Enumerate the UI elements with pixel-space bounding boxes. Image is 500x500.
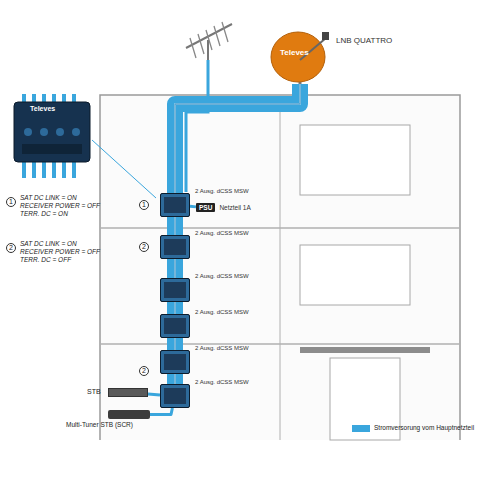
lnb [322, 32, 329, 40]
brand-label: Televes [30, 105, 55, 113]
callout-number: 1 [139, 200, 149, 210]
callout-number: 2 [6, 243, 16, 253]
cable-group [150, 408, 172, 415]
cable-gap [174, 302, 175, 314]
inner-wall [280, 95, 281, 440]
floor-line [100, 227, 460, 229]
multiswitch: 2 Ausg. dCSS MSW [160, 350, 190, 374]
cable-bundle [167, 217, 183, 235]
cable-gap [174, 374, 175, 384]
inset-port [24, 128, 32, 136]
setting-note: TERR. DC = ON [20, 210, 68, 217]
cable-gap [175, 84, 300, 193]
multiswitch: 2 Ausg. dCSS MSW [160, 314, 190, 338]
window [300, 245, 410, 305]
cable-bundle [167, 338, 183, 350]
multiswitch: 2 Ausg. dCSS MSW [160, 193, 190, 217]
cable-edge [175, 217, 176, 235]
setting-note: SAT DC LINK = ON [20, 240, 77, 247]
antenna-elements [190, 22, 228, 58]
cable [150, 408, 172, 415]
cable-bundle [167, 374, 183, 384]
cable-gap [174, 217, 175, 235]
node-text: Netzteil 1A [219, 204, 250, 211]
multi-tuner-box: Multi-Tuner STB (SCR) [108, 410, 150, 419]
cable-group [175, 217, 176, 235]
inset-port [72, 128, 80, 136]
multiswitch: 2 Ausg. dCSS MSW [160, 384, 190, 408]
inset-port [56, 128, 64, 136]
cable-group [175, 338, 176, 350]
cable [148, 392, 160, 396]
setting-note: RECEIVER POWER = OFF [20, 202, 100, 209]
building-outline [100, 95, 460, 440]
cable-edge [175, 259, 176, 278]
inset-panel [22, 144, 82, 154]
multiswitch: 2 Ausg. dCSS MSW [160, 278, 190, 302]
node-text: STB [87, 388, 101, 396]
canopy [300, 347, 430, 353]
zoom-leader [92, 140, 156, 198]
callout-number: 1 [6, 197, 16, 207]
setting-note: SAT DC LINK = ON [20, 194, 77, 201]
cable-gap [174, 338, 175, 350]
cable-edge [175, 374, 176, 384]
node-text: Televes [280, 48, 309, 57]
cable-group [175, 302, 176, 314]
dish-reflector [271, 32, 325, 82]
setting-note: RECEIVER POWER = OFF [20, 248, 100, 255]
callout-number: 2 [139, 242, 149, 252]
node-text: 2 Ausg. dCSS MSW [195, 379, 249, 386]
node-text: 2 Ausg. dCSS MSW [195, 345, 249, 352]
node-text: 2 Ausg. dCSS MSW [195, 309, 249, 316]
power-supply-unit: PSUNetzteil 1A [196, 203, 215, 212]
set-top-box: STB [108, 388, 148, 397]
cable-gap [174, 259, 175, 278]
node-text: Multi-Tuner STB (SCR) [66, 421, 133, 428]
node-text: 2 Ausg. dCSS MSW [195, 188, 249, 195]
cable-bundle [167, 302, 183, 314]
cable-edge [175, 302, 176, 314]
cable-group [175, 84, 300, 193]
legend-swatch [352, 425, 370, 432]
node-text: 2 Ausg. dCSS MSW [195, 230, 249, 237]
satellite-dish: TelevesLNB QUATTRO [270, 30, 330, 84]
cable-group [175, 374, 176, 384]
cable-bundle [167, 259, 183, 278]
window [300, 125, 410, 195]
cable-edge [175, 84, 300, 193]
antenna-cable [186, 60, 208, 192]
node-text: 2 Ausg. dCSS MSW [195, 273, 249, 280]
node-text: PSU [199, 204, 212, 211]
callout-number: 2 [139, 366, 149, 376]
inset-multiswitch [14, 102, 90, 162]
setting-note: TERR. DC = OFF [20, 256, 71, 263]
node-text: LNB QUATTRO [336, 36, 392, 45]
antenna-boom [186, 24, 232, 48]
cable-group [148, 393, 160, 395]
cable-bundle [175, 84, 300, 193]
cable-edge [175, 338, 176, 350]
cable-group [175, 259, 176, 278]
inset-port [40, 128, 48, 136]
multiswitch: 2 Ausg. dCSS MSW [160, 235, 190, 259]
legend-text: Stromversorung vom Hauptnetzteil [374, 424, 474, 431]
floor-line [100, 343, 460, 345]
